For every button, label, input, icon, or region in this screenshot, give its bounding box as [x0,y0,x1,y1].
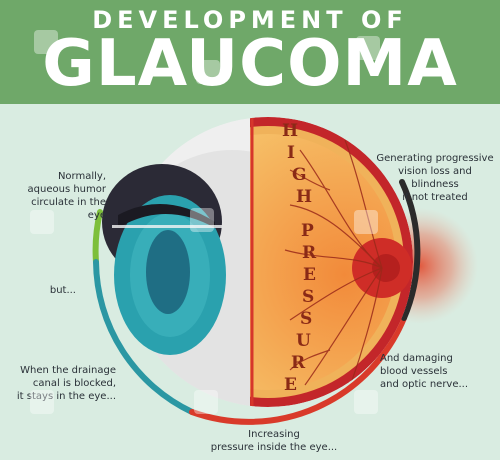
iris-group [102,164,226,355]
annotation-normally: Normally, aqueous humor circulate in the… [27,171,106,221]
watermark-badge [356,36,380,60]
svg-text:G: G [292,165,307,185]
pupil [146,230,190,314]
title-line-1: DEVELOPMENT OF [92,6,408,34]
arc-dark [399,179,421,321]
annotation-damaging: And damaging blood vessels and optic ner… [380,353,469,390]
watermark-badge [190,208,214,232]
annotation-drainage: When the drainage canal is blocked, it s… [16,365,116,402]
svg-text:U: U [296,331,311,351]
title-line-2: GLAUCOMA [42,27,458,101]
watermark-badge [30,210,54,234]
watermark-badge [194,390,218,414]
svg-text:E: E [284,375,297,395]
svg-text:S: S [300,309,312,329]
watermark-badge [354,210,378,234]
arc-red [189,315,407,425]
arc-teal [93,259,195,415]
svg-text:H: H [296,187,312,207]
watermark-badge [196,60,220,84]
watermark-badge [30,390,54,414]
watermark-badge [354,390,378,414]
header-banner: DEVELOPMENT OF GLAUCOMA [0,0,500,104]
svg-text:H: H [282,121,298,141]
annotation-but: but... [49,285,76,296]
svg-text:S: S [302,287,314,307]
svg-text:P: P [301,221,314,241]
svg-text:I: I [287,143,295,163]
annotation-generating: Generating progressive vision loss and b… [376,153,494,203]
high-pressure-text: H I G H P R E S S U R E [282,121,317,395]
svg-text:R: R [302,243,317,263]
annotation-increasing: Increasing pressure inside the eye... [210,429,338,453]
svg-text:R: R [291,353,306,373]
watermark-badge [34,30,58,54]
svg-text:E: E [303,265,316,285]
